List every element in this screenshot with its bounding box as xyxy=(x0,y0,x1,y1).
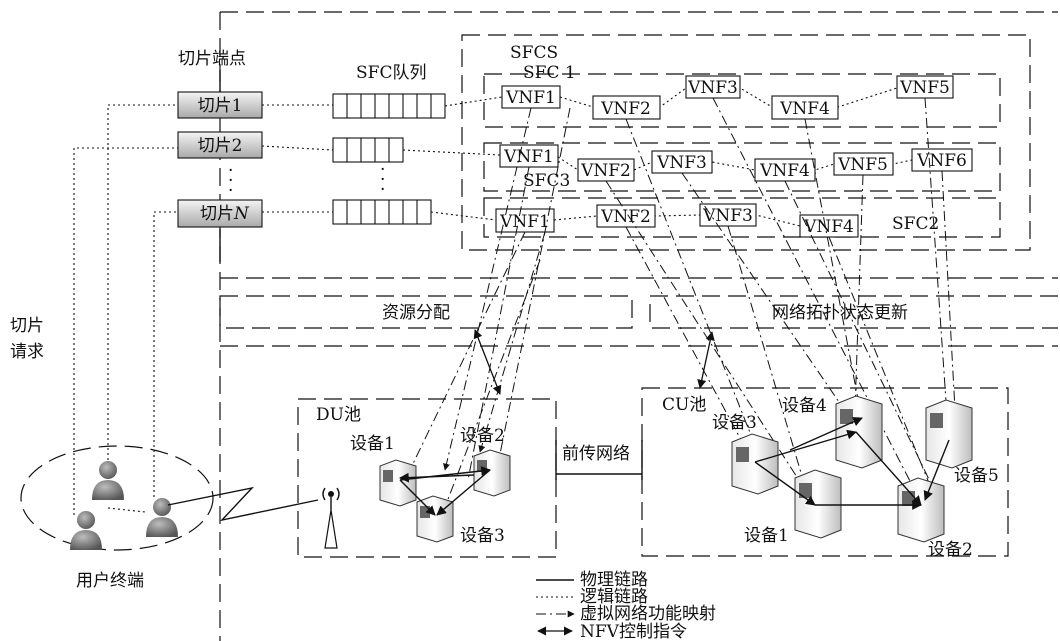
vnf-label: VNF2 xyxy=(600,207,651,227)
sfc3-chain xyxy=(554,215,800,226)
cu-device-5-label: 设备5 xyxy=(954,466,999,486)
request-path-n xyxy=(154,212,178,497)
cu-device-3-label: 设备3 xyxy=(712,413,757,433)
topology-update-label: 网络拓扑状态更新 xyxy=(772,303,908,323)
wireless-link xyxy=(168,488,318,520)
cu-server-1[interactable] xyxy=(795,470,841,538)
vnf-label: VNF1 xyxy=(499,212,550,232)
du-server-2[interactable] xyxy=(474,450,510,496)
slice-n-label: 切片N xyxy=(200,204,250,224)
link-queuen-vnf xyxy=(431,212,496,220)
vnf-label: VNF3 xyxy=(687,78,738,98)
queue-1 xyxy=(333,94,445,118)
queue-2 xyxy=(333,138,403,162)
slice-n[interactable]: 切片N xyxy=(178,200,262,227)
cu-server-4[interactable] xyxy=(836,396,882,468)
queue-dots-3: · xyxy=(380,180,385,200)
link-queue1-vnf xyxy=(445,97,502,106)
sfc2-vnfs: VNF1 VNF2 VNF3 VNF4 VNF5 VNF6 xyxy=(500,145,972,181)
user-terminal-2 xyxy=(70,511,102,550)
vnf-label: VNF5 xyxy=(899,78,950,98)
vnf-label: VNF4 xyxy=(803,217,854,237)
request-path-1 xyxy=(108,105,178,460)
du-device-3-label: 设备3 xyxy=(460,526,505,546)
legend-mapping-label: 虚拟网络功能映射 xyxy=(580,604,716,624)
cu-device-4-label: 设备4 xyxy=(782,396,827,416)
sfc1-label: SFC 1 xyxy=(523,63,576,83)
request-path-2 xyxy=(74,148,178,515)
nfv-control-du xyxy=(475,330,500,394)
cu-device-2-label: 设备2 xyxy=(928,540,973,560)
du-device-2-label: 设备2 xyxy=(460,426,505,446)
users-dotted-link xyxy=(108,508,145,512)
resource-allocation-label: 资源分配 xyxy=(382,303,450,323)
du-server-1[interactable] xyxy=(380,460,416,506)
vnf-label: VNF4 xyxy=(779,99,830,119)
slice-request-label-line2: 请求 xyxy=(10,342,44,362)
vnf-label: VNF2 xyxy=(600,99,651,119)
du-pool-title: DU池 xyxy=(316,405,361,425)
fronthaul-label: 前传网络 xyxy=(562,444,630,464)
sfc2-label: SFC2 xyxy=(892,214,939,234)
slice-1-label: 切片1 xyxy=(198,96,243,116)
user-terminals-label: 用户终端 xyxy=(76,571,144,591)
vnf-label: VNF6 xyxy=(916,151,967,171)
vnf-label: VNF3 xyxy=(702,206,753,226)
cu-device-1-label: 设备1 xyxy=(744,526,789,546)
legend: 物理链路 逻辑链路 虚拟网络功能映射 NFV控制指令 xyxy=(536,570,716,641)
vnf-label: VNF1 xyxy=(505,88,556,108)
user-terminal-1 xyxy=(92,461,124,500)
antenna-icon xyxy=(323,488,339,548)
vnf-label: VNF3 xyxy=(656,153,707,173)
slice-2-label: 切片2 xyxy=(198,136,243,156)
vnf-label: VNF4 xyxy=(759,161,810,181)
sfc-queue-title: SFC队列 xyxy=(356,63,426,83)
cu-server-5[interactable] xyxy=(926,400,972,468)
slice-dots-3: · xyxy=(228,181,233,201)
link-queue2-vnf xyxy=(403,150,500,155)
slice-2[interactable]: 切片2 xyxy=(178,132,262,158)
vnf-label: VNF1 xyxy=(503,147,554,167)
sfc3-label: SFC3 xyxy=(523,171,570,191)
slice-1[interactable]: 切片1 xyxy=(178,92,262,118)
nfv-control-cu xyxy=(700,332,712,388)
du-device-1-label: 设备1 xyxy=(350,434,395,454)
queue-n xyxy=(333,200,431,224)
legend-nfv-label: NFV控制指令 xyxy=(580,622,687,641)
cu-server-3[interactable] xyxy=(732,434,778,494)
slice-request-label-line1: 切片 xyxy=(10,316,44,336)
slice-endpoint-title: 切片端点 xyxy=(178,49,246,69)
link-slice2-queue xyxy=(262,146,333,150)
sfcs-title: SFCS xyxy=(510,43,558,63)
vnf-label: VNF2 xyxy=(580,161,631,181)
cu-pool-title: CU池 xyxy=(662,395,706,415)
vnf-label: VNF5 xyxy=(837,155,888,175)
